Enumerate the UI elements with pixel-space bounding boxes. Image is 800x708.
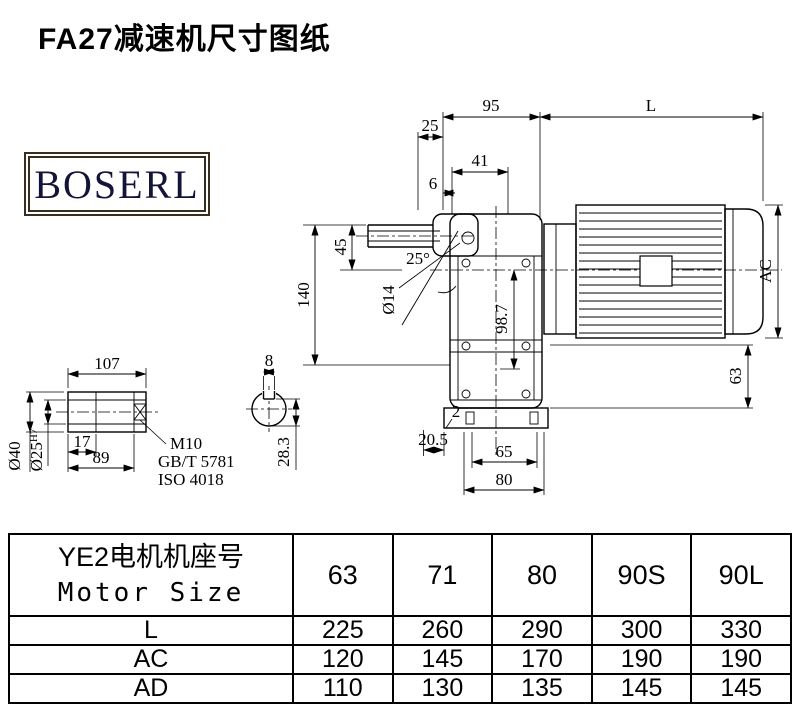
motor bbox=[543, 204, 764, 339]
dim-AC-label: AC bbox=[756, 259, 775, 283]
dim-dia25h7-label: Ø25H7 bbox=[27, 428, 46, 471]
col-90l: 90L bbox=[690, 533, 792, 617]
cell-AD-90l: 145 bbox=[690, 673, 792, 704]
cell-L-90l: 330 bbox=[690, 615, 792, 646]
cell-AD-90s: 145 bbox=[590, 673, 693, 704]
dim-41-label: 41 bbox=[472, 151, 489, 170]
col-63: 63 bbox=[292, 533, 394, 617]
dim-45-label: 45 bbox=[331, 239, 350, 256]
dim-L-label: L bbox=[646, 96, 656, 115]
gearbox-housing bbox=[432, 213, 549, 429]
cell-AD-80: 135 bbox=[491, 673, 593, 704]
boserl-logo-text: BOSERL bbox=[34, 161, 200, 207]
cell-AC-90s: 190 bbox=[590, 644, 693, 675]
dim-dia14-label: Ø14 bbox=[379, 285, 398, 315]
cell-AC-63: 120 bbox=[292, 644, 394, 675]
dim-107-label: 107 bbox=[94, 354, 120, 373]
dim-95-label: 95 bbox=[483, 96, 500, 115]
cell-AC-90l: 190 bbox=[690, 644, 792, 675]
extension-lines bbox=[26, 112, 783, 495]
note-iso4018: ISO 4018 bbox=[158, 470, 224, 489]
dim-25deg-label: 25° bbox=[406, 249, 430, 268]
cell-L-80: 290 bbox=[491, 615, 593, 646]
input-shaft bbox=[367, 224, 459, 326]
header-en: Motor Size bbox=[57, 578, 245, 608]
table-row-AC: AC 120 145 170 190 190 bbox=[8, 644, 792, 675]
page-title: FA27减速机尺寸图纸 bbox=[38, 23, 331, 56]
dim-dia25-text: Ø25 bbox=[27, 442, 46, 471]
row-label-AD: AD bbox=[8, 673, 294, 704]
note-m10: M10 bbox=[170, 434, 202, 453]
cell-AC-71: 145 bbox=[391, 644, 494, 675]
dim-28-3-label: 28.3 bbox=[274, 437, 293, 467]
row-label-AC: AC bbox=[8, 644, 294, 675]
centerlines bbox=[56, 206, 782, 458]
dimension-lines bbox=[26, 113, 782, 494]
dim-25-label: 25 bbox=[422, 116, 439, 135]
cell-AD-63: 110 bbox=[292, 673, 394, 704]
dim-20-5-label: 20.5 bbox=[418, 430, 448, 449]
cell-L-71: 260 bbox=[391, 615, 494, 646]
boserl-logo: BOSERL bbox=[24, 152, 210, 216]
boserl-logo-frame: BOSERL bbox=[28, 156, 206, 212]
dim-98-7-label: 98.7 bbox=[492, 304, 511, 334]
col-71: 71 bbox=[391, 533, 494, 617]
dim-dia40-label: Ø40 bbox=[5, 441, 24, 470]
table-header-row: YE2电机机座号 Motor Size 63 71 80 90S 90L bbox=[8, 533, 792, 617]
cell-L-90s: 300 bbox=[590, 615, 693, 646]
dim-2-label: 2 bbox=[452, 402, 461, 421]
dim-17-label: 17 bbox=[74, 432, 92, 451]
note-gbt5781: GB/T 5781 bbox=[158, 452, 235, 471]
cell-L-63: 225 bbox=[292, 615, 394, 646]
col-90s: 90S bbox=[590, 533, 693, 617]
dim-6-label: 6 bbox=[429, 174, 438, 193]
motor-size-table: YE2电机机座号 Motor Size 63 71 80 90S 90L L 2… bbox=[8, 533, 792, 704]
dim-h7-text: H7 bbox=[28, 428, 40, 442]
dim-8-label: 8 bbox=[265, 351, 274, 370]
dim-80-label: 80 bbox=[496, 470, 513, 489]
dim-140-label: 140 bbox=[294, 282, 313, 308]
header-cn: YE2电机机座号 bbox=[57, 542, 245, 573]
header-motor-size: YE2电机机座号 Motor Size bbox=[8, 533, 294, 617]
cell-AC-80: 170 bbox=[491, 644, 593, 675]
shaft-detail bbox=[67, 390, 287, 433]
table-row-L: L 225 260 290 300 330 bbox=[8, 615, 792, 646]
technical-drawing: 95 L 25 41 6 45 140 25° Ø14 98.7 AC 63 2… bbox=[5, 96, 783, 495]
dim-89-label: 89 bbox=[93, 448, 110, 467]
row-label-L: L bbox=[8, 615, 294, 646]
cell-AD-71: 130 bbox=[391, 673, 494, 704]
col-80: 80 bbox=[491, 533, 593, 617]
dim-63-label: 63 bbox=[726, 368, 745, 385]
dimension-labels: 95 L 25 41 6 45 140 25° Ø14 98.7 AC 63 2… bbox=[5, 96, 775, 489]
dim-65-label: 65 bbox=[496, 442, 513, 461]
table-row-AD: AD 110 130 135 145 145 bbox=[8, 673, 792, 704]
